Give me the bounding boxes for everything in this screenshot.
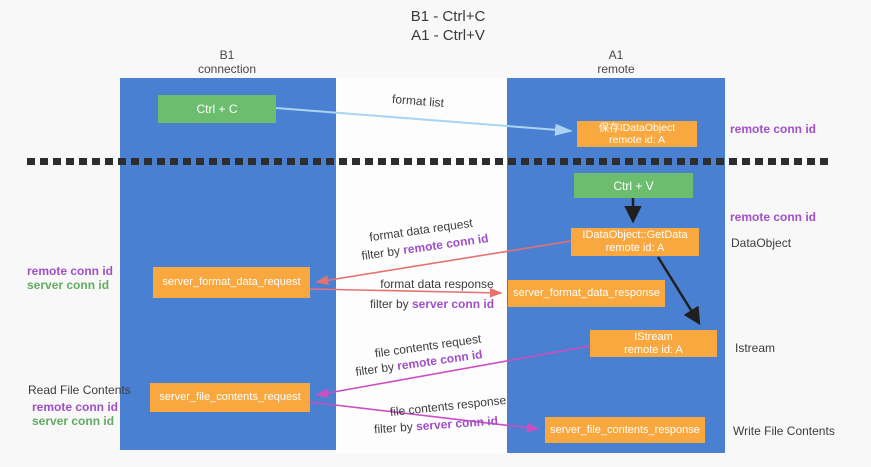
server-file-contents-response-label: server_file_contents_response <box>550 423 700 436</box>
server-format-data-request-node: server_format_data_request <box>153 267 310 298</box>
save-idataobject-line2: remote id: A <box>608 134 666 146</box>
lane-a1-name: A1 <box>608 48 624 62</box>
server-file-contents-request-node: server_file_contents_request <box>150 383 310 412</box>
istream-line2: remote id: A <box>624 343 683 356</box>
diagram-title-line1: B1 - Ctrl+C <box>410 8 486 25</box>
save-idataobject-node: 保存IDataObject remote id: A <box>577 121 697 147</box>
server-conn-id-text: server conn id <box>411 297 495 311</box>
lane-b1-name: B1 <box>219 48 235 62</box>
istream-line1: IStream <box>634 330 673 343</box>
getdata-line1: IDataObject::GetData <box>582 229 688 241</box>
right-remote-conn-id-label-1: remote conn id <box>730 122 817 136</box>
ctrl-v-key-box: Ctrl + V <box>574 173 693 198</box>
getdata-line2: remote id: A <box>605 242 665 254</box>
left-remote-conn-id-label-2: remote conn id <box>32 400 119 414</box>
filter-by-text: filter by <box>373 419 417 437</box>
server-format-data-request-label: server_format_data_request <box>162 276 301 288</box>
filter-by-text: filter by <box>369 297 412 311</box>
read-file-contents-label: Read File Contents <box>28 383 131 397</box>
server-format-data-response-label: server_format_data_response <box>513 287 660 299</box>
ctrl-v-label: Ctrl + V <box>613 178 654 193</box>
idataobject-getdata-node: IDataObject::GetData remote id: A <box>571 228 699 256</box>
server-file-contents-request-label: server_file_contents_request <box>159 391 301 403</box>
server-file-contents-response-node: server_file_contents_response <box>545 417 705 443</box>
lane-b1-subtitle: connection <box>197 62 257 76</box>
dataobject-label: DataObject <box>731 236 792 250</box>
format-data-response-label: format data response <box>380 277 494 291</box>
filter-by-server-conn-id-label-1: filter by server conn id <box>370 297 494 311</box>
save-idataobject-line1: 保存IDataObject <box>598 122 676 134</box>
diagram-title-line2: A1 - Ctrl+V <box>411 27 485 44</box>
lane-a1-subtitle: remote <box>597 62 635 76</box>
ctrl-c-key-box: Ctrl + C <box>158 95 276 123</box>
session-separator-dashed-line <box>27 158 832 165</box>
server-format-data-response-node: server_format_data_response <box>508 280 665 307</box>
ctrl-c-label: Ctrl + C <box>196 102 238 116</box>
istream-node: IStream remote id: A <box>590 330 717 357</box>
left-server-conn-id-label-2: server conn id <box>32 414 115 428</box>
istream-side-label: Istream <box>735 341 776 355</box>
right-remote-conn-id-label-2: remote conn id <box>730 210 817 224</box>
left-remote-conn-id-label-1: remote conn id <box>27 264 114 278</box>
write-file-contents-label: Write File Contents <box>733 424 835 438</box>
left-server-conn-id-label-1: server conn id <box>27 278 110 292</box>
